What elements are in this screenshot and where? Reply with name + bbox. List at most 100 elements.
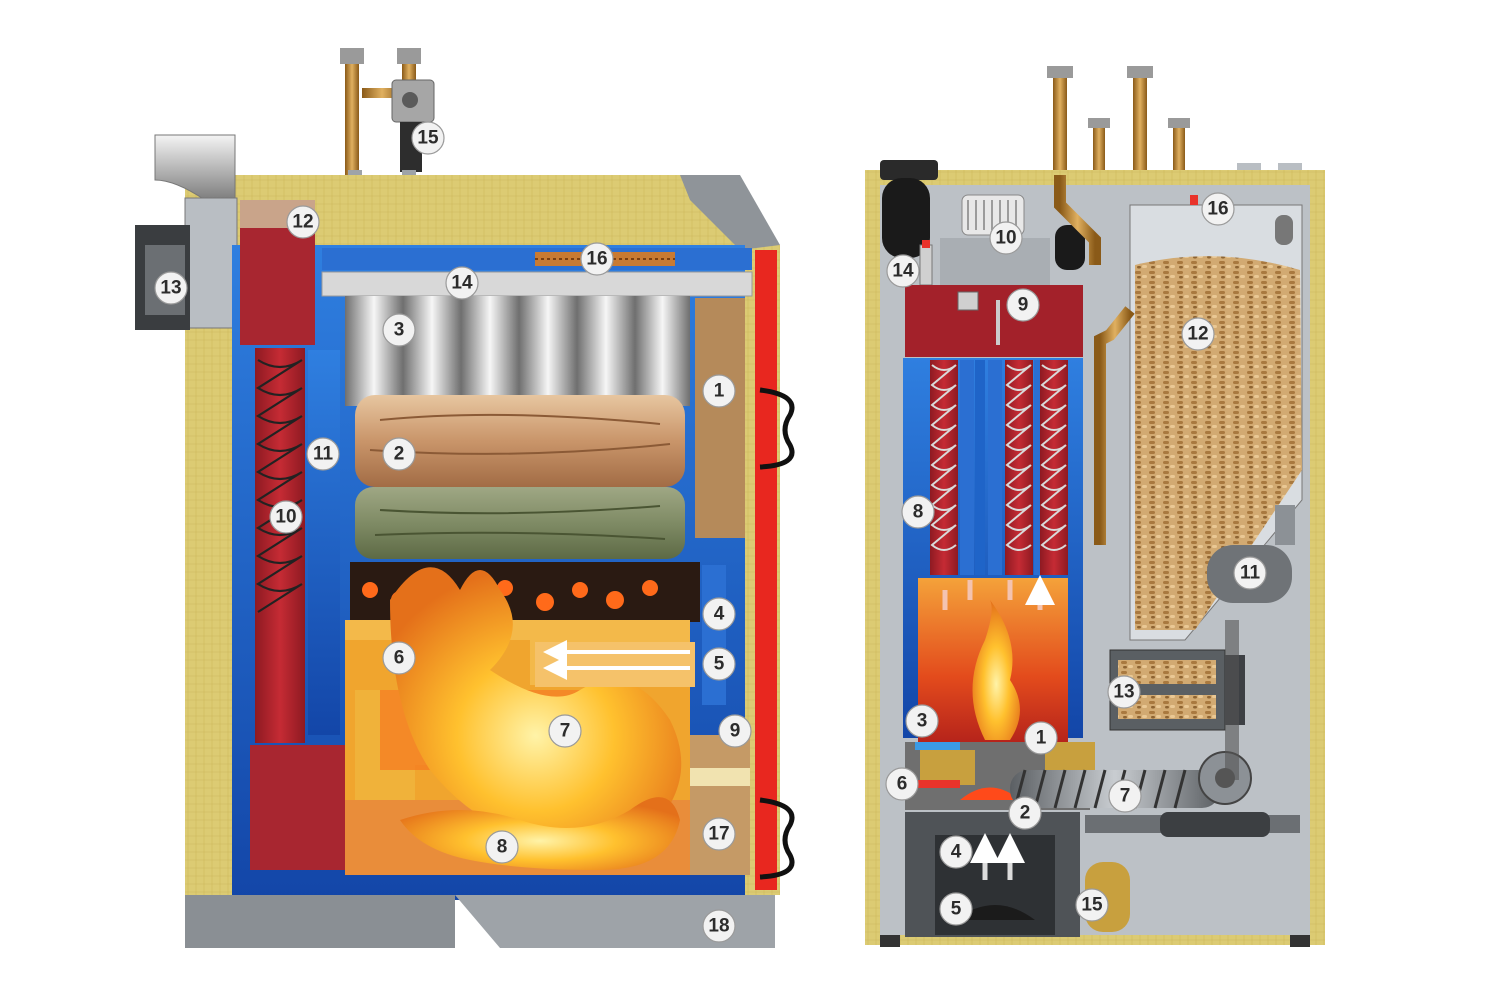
right-flue-pipe — [882, 178, 930, 258]
right-marker-11: 11 — [1233, 556, 1267, 590]
right-marker-15: 15 — [1075, 888, 1109, 922]
left-marker-5: 5 — [702, 647, 736, 681]
left-secondary-air-duct — [535, 642, 695, 687]
left-door-insulation — [695, 298, 745, 538]
svg-text:13: 13 — [160, 278, 181, 299]
right-cleaning-motor — [1160, 812, 1270, 837]
left-marker-18: 18 — [702, 909, 736, 943]
svg-text:13: 13 — [1113, 682, 1134, 703]
left-marker-10: 10 — [269, 500, 303, 534]
svg-text:6: 6 — [897, 774, 908, 795]
svg-text:4: 4 — [714, 604, 725, 625]
right-top-pipes — [1047, 66, 1302, 185]
right-marker-12: 12 — [1181, 317, 1215, 351]
svg-text:15: 15 — [417, 128, 439, 149]
left-flue-outlet — [135, 134, 238, 330]
left-upper-door-handle — [759, 387, 795, 470]
svg-text:11: 11 — [1240, 563, 1261, 584]
svg-text:11: 11 — [313, 444, 334, 465]
left-lower-door-handle — [759, 797, 795, 880]
right-marker-2: 2 — [1008, 796, 1042, 830]
right-marker-4: 4 — [939, 835, 973, 869]
svg-text:16: 16 — [586, 249, 607, 270]
left-base — [185, 895, 775, 948]
left-logs — [355, 395, 685, 559]
right-marker-8: 8 — [901, 495, 935, 529]
left-marker-14: 14 — [445, 266, 479, 300]
left-marker-2: 2 — [382, 437, 416, 471]
left-number-markers: 1 2 3 4 5 6 7 8 9 10 11 12 13 14 15 16 1… — [154, 121, 752, 943]
left-top-hood — [680, 175, 780, 250]
left-ash-door-insulation — [690, 735, 750, 875]
svg-text:1: 1 — [714, 381, 725, 402]
right-pellet-fill — [1135, 256, 1302, 630]
right-marker-3: 3 — [905, 704, 939, 738]
svg-text:5: 5 — [951, 899, 962, 920]
svg-text:14: 14 — [892, 261, 914, 282]
svg-text:18: 18 — [708, 916, 729, 937]
right-marker-1: 1 — [1024, 721, 1058, 755]
left-marker-1: 1 — [702, 374, 736, 408]
left-turbulator-tube — [255, 348, 305, 743]
left-bottom-gas-box — [250, 745, 345, 870]
left-marker-15: 15 — [411, 121, 445, 155]
svg-text:4: 4 — [951, 842, 962, 863]
left-marker-6: 6 — [382, 641, 416, 675]
right-ember-bed — [960, 787, 1020, 800]
left-turbulator-spring — [255, 359, 303, 613]
svg-text:8: 8 — [913, 502, 924, 523]
right-marker-14: 14 — [886, 254, 920, 288]
left-marker-12: 12 — [286, 205, 320, 239]
right-number-markers: 1 2 3 4 5 6 7 8 9 10 11 12 13 14 15 16 — [885, 192, 1267, 926]
right-flame — [972, 600, 1020, 740]
svg-text:10: 10 — [995, 228, 1016, 249]
right-flue-collector — [905, 285, 1083, 357]
left-marker-9: 9 — [718, 714, 752, 748]
svg-text:12: 12 — [292, 212, 313, 233]
svg-text:3: 3 — [394, 320, 405, 341]
svg-text:2: 2 — [394, 444, 405, 465]
left-boiler — [135, 48, 795, 948]
svg-text:15: 15 — [1081, 895, 1103, 916]
right-marker-16: 16 — [1201, 192, 1235, 226]
left-inner-water-baffle — [308, 350, 340, 735]
left-flames — [390, 567, 682, 870]
right-marker-13: 13 — [1107, 675, 1141, 709]
left-marker-4: 4 — [702, 597, 736, 631]
right-marker-7: 7 — [1108, 779, 1142, 813]
left-heat-fins — [345, 296, 690, 406]
left-marker-7: 7 — [548, 714, 582, 748]
svg-text:3: 3 — [917, 711, 928, 732]
left-marker-13: 13 — [154, 271, 188, 305]
svg-text:10: 10 — [275, 507, 296, 528]
right-marker-5: 5 — [939, 892, 973, 926]
right-return-pipe — [1094, 306, 1135, 545]
right-marker-10: 10 — [989, 221, 1023, 255]
svg-text:7: 7 — [1120, 786, 1131, 807]
left-marker-8: 8 — [485, 830, 519, 864]
right-marker-6: 6 — [885, 767, 919, 801]
svg-text:9: 9 — [730, 721, 741, 742]
left-front-door-panel — [755, 250, 777, 890]
right-marker-9: 9 — [1006, 288, 1040, 322]
left-marker-3: 3 — [382, 313, 416, 347]
right-boiler — [865, 66, 1325, 947]
svg-text:16: 16 — [1207, 199, 1228, 220]
left-marker-11: 11 — [306, 437, 340, 471]
svg-text:7: 7 — [560, 721, 571, 742]
svg-text:12: 12 — [1187, 324, 1208, 345]
svg-text:17: 17 — [708, 824, 729, 845]
svg-text:6: 6 — [394, 648, 405, 669]
svg-text:2: 2 — [1020, 803, 1031, 824]
svg-text:1: 1 — [1036, 728, 1047, 749]
left-marker-16: 16 — [580, 242, 614, 276]
svg-text:5: 5 — [714, 654, 725, 675]
left-gas-channel — [321, 271, 753, 297]
left-door-water-section — [702, 565, 726, 705]
left-marker-17: 17 — [702, 817, 736, 851]
svg-text:14: 14 — [451, 273, 473, 294]
svg-text:9: 9 — [1018, 295, 1029, 316]
right-turbulator-springs — [930, 364, 1067, 551]
svg-text:8: 8 — [497, 837, 508, 858]
